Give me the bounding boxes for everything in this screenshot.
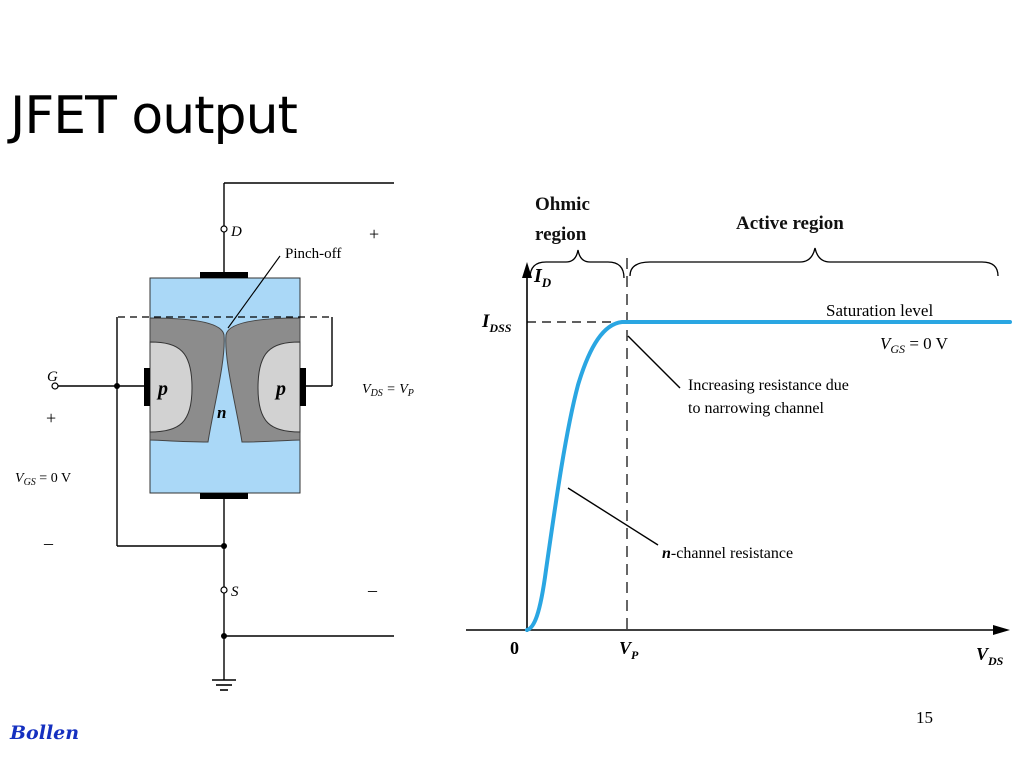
source-contact <box>200 493 248 499</box>
p-region-right <box>257 341 301 433</box>
pinch-off-pointer <box>227 255 281 329</box>
y-axis-arrow <box>522 262 532 278</box>
source-label: S <box>231 584 239 600</box>
drain-label: D <box>230 224 242 240</box>
gate-label: G <box>47 369 58 385</box>
vp-label: VP <box>619 638 639 662</box>
gate-contact-right <box>300 368 306 406</box>
vds-plus-sign: + <box>369 224 379 244</box>
pinch-off-label: Pinch-off <box>285 246 341 262</box>
idss-label: IDSS <box>481 311 512 335</box>
active-region-brace <box>629 247 999 277</box>
increasing-resistance-label-line2: to narrowing channel <box>688 400 825 417</box>
slide-title: JFET output <box>10 86 298 146</box>
p-region-left <box>149 341 193 433</box>
jfet-circuit: D p p n Pinch-off G S <box>15 182 414 691</box>
x-axis-label: VDS <box>976 644 1004 668</box>
drain-current-curve <box>525 320 1012 632</box>
source-terminal <box>220 586 228 594</box>
p-label-right: p <box>274 378 286 400</box>
vgs-plus-sign: + <box>46 408 56 428</box>
drain-terminal <box>220 225 228 233</box>
ohmic-region-label-line2: region <box>535 224 587 245</box>
n-channel-label: n <box>217 403 226 422</box>
y-axis-label: ID <box>533 265 552 290</box>
ground-icon <box>212 679 236 691</box>
vgs-curve-label: VGS = 0 V <box>880 334 949 356</box>
p-label-left: p <box>156 378 168 400</box>
vgs-equals-zero-label: VGS = 0 V <box>15 471 71 488</box>
x-axis-arrow <box>993 625 1010 635</box>
gate-contact-left <box>144 368 150 406</box>
active-region-label: Active region <box>736 213 844 234</box>
n-channel-pointer <box>567 487 659 546</box>
vds-minus-sign: – <box>367 580 378 600</box>
ohmic-region-brace <box>529 249 625 279</box>
slide-number: 15 <box>916 708 933 727</box>
gate-terminal <box>51 382 59 390</box>
ohmic-region-label-line1: Ohmic <box>535 194 590 215</box>
vds-equals-vp-label: VDS = VP <box>362 382 414 399</box>
source-junction-dot <box>221 543 227 549</box>
resistance-pointer <box>627 335 681 389</box>
bottom-junction-dot <box>221 633 227 639</box>
drain-contact <box>200 272 248 278</box>
gate-junction-dot <box>114 383 120 389</box>
increasing-resistance-label-line1: Increasing resistance due <box>688 377 849 394</box>
saturation-level-label: Saturation level <box>826 301 933 320</box>
footer-author: Bollen <box>10 722 80 744</box>
origin-label: 0 <box>510 638 519 658</box>
n-channel-resistance-label: n-channel resistance <box>662 545 793 562</box>
output-characteristic: ID VDS 0 IDSS VP Ohmic region Active reg… <box>466 194 1012 668</box>
vgs-minus-sign: – <box>43 533 54 553</box>
